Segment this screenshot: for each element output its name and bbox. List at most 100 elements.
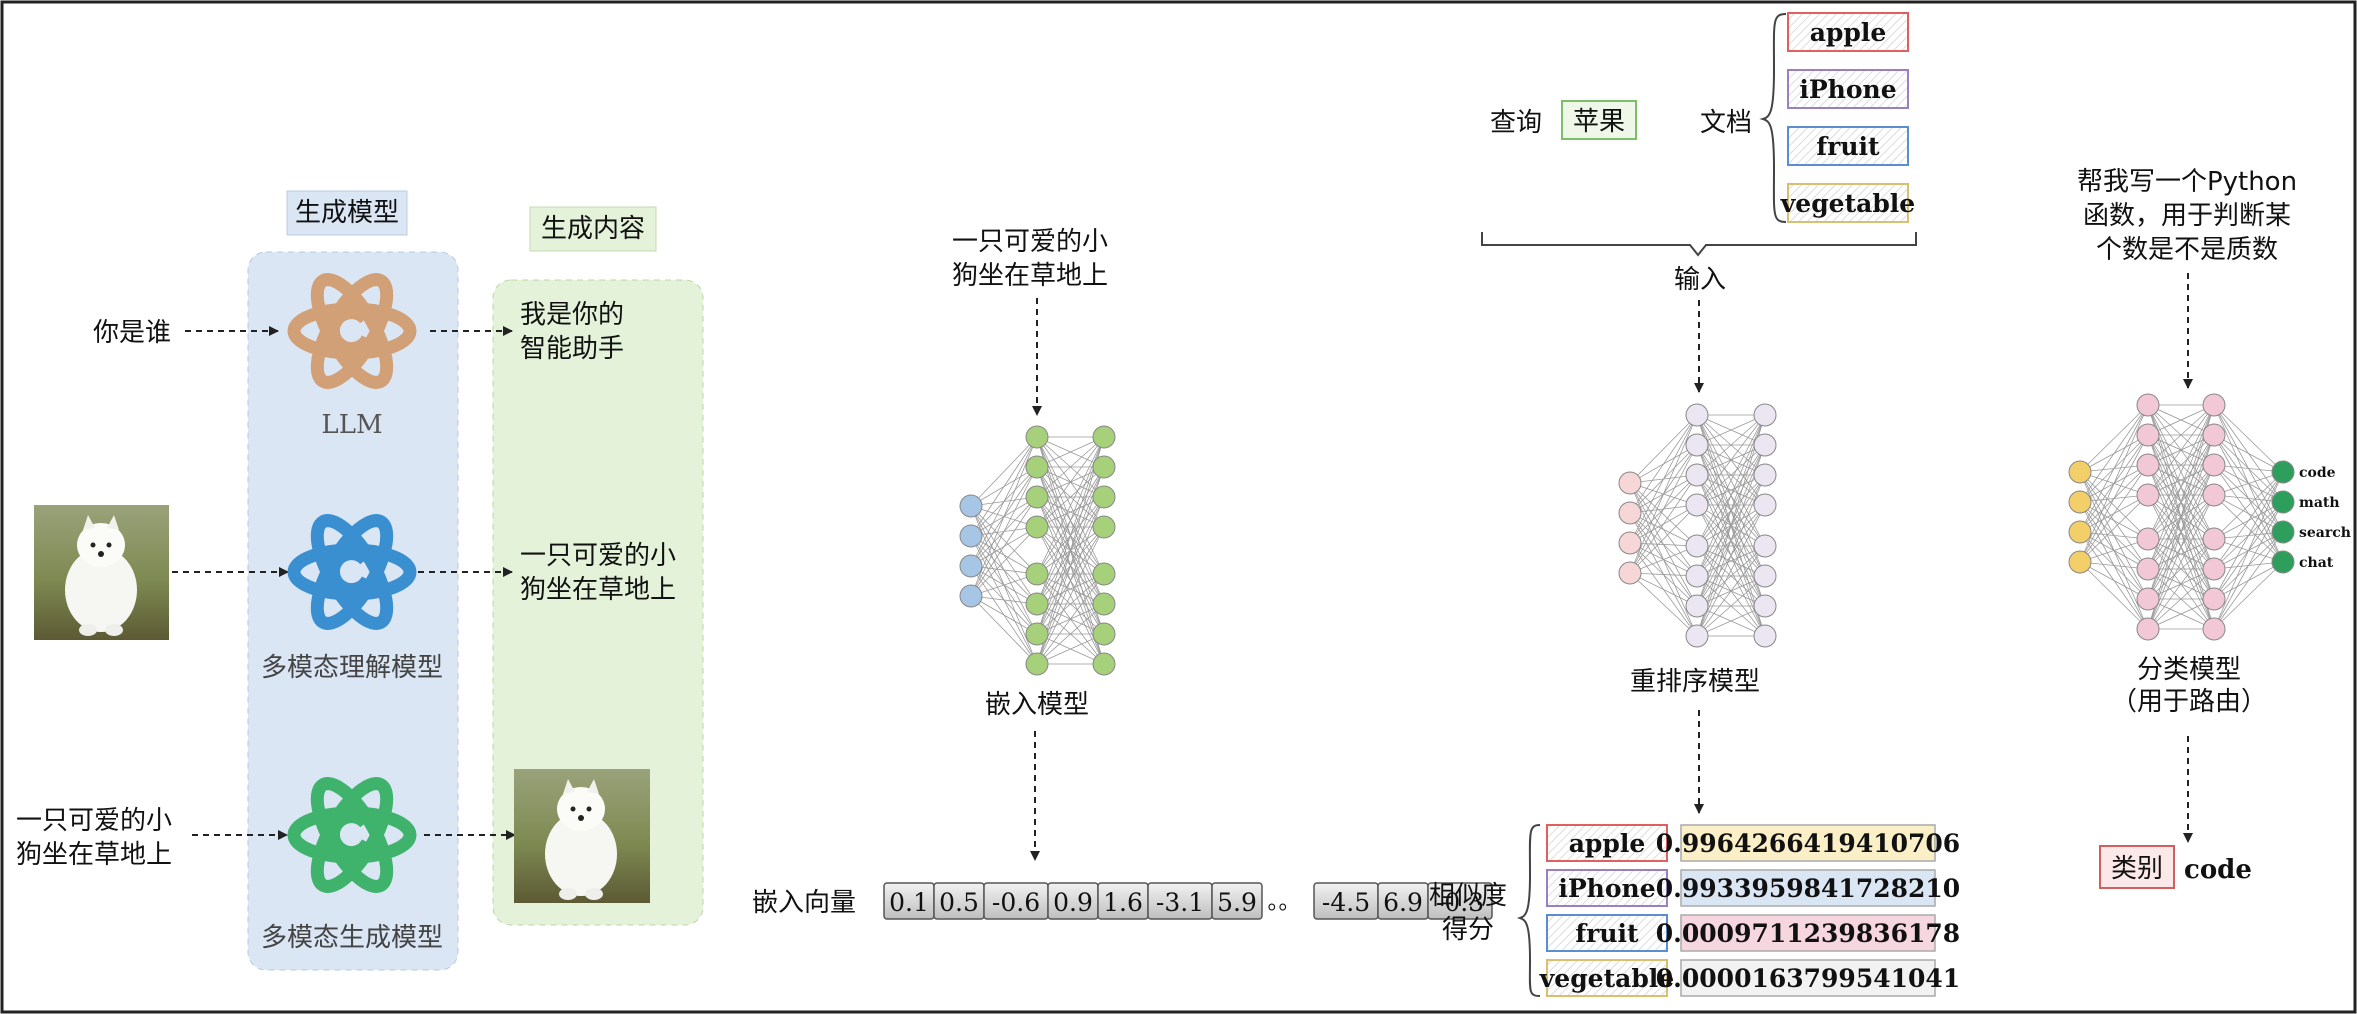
score-doc-box <box>1546 959 1668 997</box>
rerank-node <box>1685 403 1709 427</box>
classify-edge <box>2213 494 2284 503</box>
embedding-edge <box>970 436 1038 597</box>
classify-edge <box>2079 404 2149 503</box>
classify-edge <box>2147 404 2215 466</box>
rerank-edge <box>1696 545 1766 637</box>
embedding-edge <box>970 573 1038 597</box>
classify-node <box>2068 460 2092 484</box>
rerank-node <box>1685 433 1709 457</box>
classify-edge <box>2213 531 2284 630</box>
classify-edge <box>2079 404 2149 563</box>
classify-node <box>2202 393 2226 417</box>
generated-dog-photo <box>514 769 650 903</box>
embedding-edge <box>1036 436 1105 575</box>
embedding-node <box>1025 455 1049 479</box>
doc-box <box>1787 126 1909 166</box>
vector-value: 5.9 <box>1217 888 1257 917</box>
rerank-edge <box>1696 474 1766 637</box>
classify-edge <box>2079 538 2149 563</box>
classify-edge <box>2079 501 2149 540</box>
classify-node <box>2202 453 2226 477</box>
embedding-node <box>1092 592 1116 616</box>
embedding-edge <box>1036 573 1105 635</box>
classify-edge <box>2213 471 2284 600</box>
rerank-edge <box>1629 504 1698 574</box>
doc-2-text: fruit <box>1816 132 1880 161</box>
mm-generation-label: 多模态生成模型 <box>261 923 443 953</box>
vector-cell <box>1427 882 1493 920</box>
embedding-node <box>1025 485 1049 509</box>
embedding-node <box>959 554 983 578</box>
class-result: code <box>2184 855 2252 885</box>
classify-edge <box>2213 464 2284 473</box>
rerank-edge <box>1629 474 1698 574</box>
output-class-label: search <box>2299 525 2351 541</box>
classify-node <box>2068 520 2092 544</box>
llm-output-line1: 我是你的 <box>520 300 624 330</box>
classify-model-label: 分类模型（用于路由） <box>2111 655 2267 717</box>
classify-edge <box>2147 434 2215 496</box>
rerank-edge <box>1629 482 1698 547</box>
doc-box <box>1787 69 1909 109</box>
classify-edge <box>2147 404 2215 436</box>
rerank-edge <box>1629 512 1698 547</box>
generation-section: 生成模型 生成内容 你是谁 LLM 我是你的智能助手 <box>16 190 704 971</box>
classify-label-line1: 分类模型 <box>2137 655 2241 685</box>
classify-node <box>2202 423 2226 447</box>
mmg-in-line2: 狗坐在草地上 <box>16 840 172 870</box>
score-value-3: 0.0000163799541041 <box>1656 964 1960 993</box>
rerank-node <box>1753 594 1777 618</box>
rerank-node <box>1618 531 1642 555</box>
classify-node <box>2271 460 2295 484</box>
embedding-model-label: 嵌入模型 <box>985 690 1089 720</box>
embedding-edge <box>970 436 1038 507</box>
classify-edge <box>2213 494 2284 533</box>
rerank-edge <box>1629 545 1698 574</box>
embedding-edge <box>1036 466 1105 528</box>
classify-edge <box>2079 464 2149 563</box>
classify-node <box>2136 617 2160 641</box>
classify-node <box>2271 520 2295 544</box>
embedding-node <box>1025 622 1049 646</box>
score-doc-2: fruit <box>1575 919 1639 948</box>
multimodal-generation-atom-icon <box>287 777 417 893</box>
vector-value: 0.5 <box>939 888 979 917</box>
rerank-edge <box>1696 545 1766 607</box>
embedding-node <box>1025 562 1049 586</box>
rerank-node <box>1753 564 1777 588</box>
classify-edge <box>2147 464 2215 496</box>
score-doc-box <box>1546 914 1668 952</box>
classify-node <box>2271 490 2295 514</box>
score-label-line1: 相似度 <box>1429 881 1507 911</box>
embedding-node <box>1025 652 1049 676</box>
vector-value: 0.1 <box>889 888 929 917</box>
vector-ellipsis: 。。 <box>1267 890 1300 915</box>
classify-node <box>2136 453 2160 477</box>
score-doc-3: vegetable <box>1539 964 1674 993</box>
embedding-node <box>1092 425 1116 449</box>
classify-node <box>2202 483 2226 507</box>
score-brace <box>1516 824 1541 997</box>
embedding-edge <box>1036 436 1105 635</box>
vector-value: -4.5 <box>1322 888 1370 917</box>
mm-understanding-output-text: 一只可爱的小狗坐在草地上 <box>520 541 676 605</box>
rerank-node <box>1685 624 1709 648</box>
vector-value: 1.6 <box>1103 888 1143 917</box>
embedding-edge <box>1036 603 1105 665</box>
classify-node <box>2202 557 2226 581</box>
doc-box <box>1787 183 1909 223</box>
embedding-node <box>1025 515 1049 539</box>
embedding-edge <box>970 535 1038 575</box>
score-value-2: 0.0009711239836178 <box>1656 919 1960 948</box>
classify-edge <box>2147 538 2215 570</box>
classify-edge <box>2213 471 2284 570</box>
prompt-line2: 函数，用于判断某 <box>2083 201 2291 231</box>
classify-node <box>2136 423 2160 447</box>
embedding-edge <box>1036 436 1105 468</box>
embedding-network <box>959 425 1116 676</box>
score-value-box <box>1680 824 1936 862</box>
query-box <box>1561 100 1637 140</box>
classify-edge <box>2213 434 2284 473</box>
